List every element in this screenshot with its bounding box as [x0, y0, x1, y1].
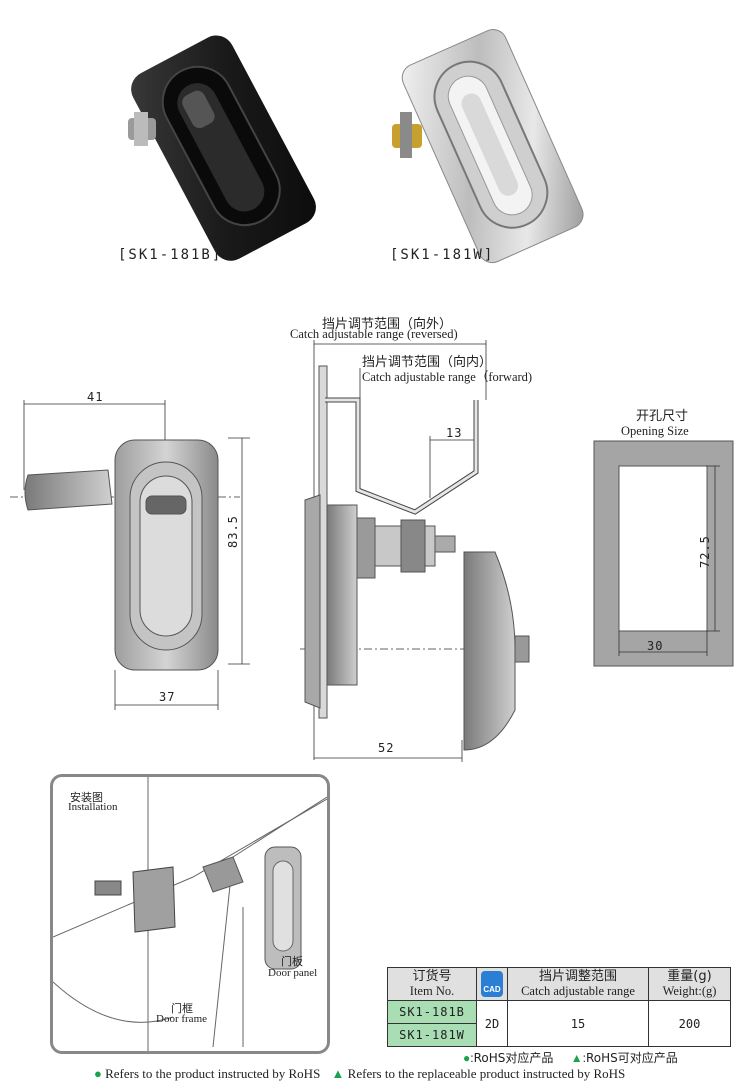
door-panel-cn: 门板 [281, 955, 303, 968]
product-photo-black [131, 35, 316, 261]
header-catch-en: Catch adjustable range [521, 984, 635, 998]
spec-table: 订货号 Item No. CAD 挡片调整范围 Catch adjustable… [387, 967, 731, 1047]
dim-83-5: 83.5 [226, 515, 240, 548]
header-weight: 重量(g) Weight:(g) [648, 967, 731, 1001]
catch-cell: 15 [507, 1000, 649, 1047]
installation-title-en: Installation [68, 801, 118, 813]
side-view [304, 365, 530, 751]
legend-rohs-replace-en: Refers to the replaceable product instru… [347, 1066, 626, 1081]
catch-forward-cn: 挡片调节范围（向内） [362, 355, 493, 370]
dim-52: 52 [378, 741, 395, 755]
header-catch: 挡片调整范围 Catch adjustable range [507, 967, 649, 1001]
green-dot-icon: ● [463, 1051, 471, 1065]
green-triangle-icon: ▲ [331, 1066, 345, 1081]
header-weight-en: Weight:(g) [662, 984, 717, 998]
weight-cell: 200 [648, 1000, 731, 1047]
opening-size-en: Opening Size [621, 424, 689, 438]
product-code-chrome: [SK1-181W] [390, 247, 495, 263]
legend-en-row: ● Refers to the product instructed by Ro… [94, 1066, 625, 1082]
catch-reversed-en: Catch adjustable range (reversed) [290, 327, 458, 341]
table-header-row: 订货号 Item No. CAD 挡片调整范围 Catch adjustable… [387, 967, 731, 1001]
legend-rohs-cn: RoHS对应产品 [473, 1051, 554, 1065]
door-frame-en: Door frame [156, 1013, 208, 1025]
installation-panel: 安装图 Installation 门框 Door frame 门板 Door p… [50, 774, 330, 1054]
product-photos [128, 29, 584, 264]
dim-13: 13 [446, 426, 463, 440]
green-dot-icon: ● [94, 1066, 102, 1081]
header-item-cn: 订货号 [412, 969, 452, 984]
product-code-black: [SK1-181B] [118, 247, 223, 263]
green-triangle-icon: ▲ [570, 1051, 583, 1065]
header-item-no: 订货号 Item No. [387, 967, 477, 1001]
header-item-en: Item No. [409, 984, 455, 998]
technical-drawing [10, 340, 734, 762]
header-weight-cn: 重量(g) [667, 969, 712, 984]
legend-cn-row: ●:RoHS对应产品 ▲:RoHS可对应产品 [463, 1051, 678, 1065]
dim-37: 37 [159, 690, 176, 704]
installation-drawing [53, 777, 327, 1051]
item-no-cell: SK1-181W [387, 1023, 477, 1047]
header-catch-cn: 挡片调整范围 [538, 969, 617, 984]
opening-size-cn: 开孔尺寸 [636, 409, 689, 424]
dim-72-5: 72.5 [698, 535, 712, 568]
door-panel-en: Door panel [268, 967, 318, 979]
header-cad: CAD [476, 967, 508, 1001]
cad-icon: CAD [481, 971, 503, 997]
catch-reversed-cn: 挡片调节范围（向外） [322, 317, 453, 332]
product-photo-chrome [401, 29, 584, 264]
door-frame-cn: 门框 [171, 1002, 193, 1015]
table-row: SK1-181W [387, 1023, 731, 1047]
item-no-cell: SK1-181B [387, 1000, 477, 1024]
dim-41: 41 [87, 390, 104, 404]
cad-cell: 2D [476, 1000, 508, 1047]
installation-title-cn: 安装图 [70, 791, 103, 804]
legend-rohs-en: Refers to the product instructed by RoHS [105, 1066, 321, 1081]
legend-rohs-replace-cn: RoHS可对应产品 [585, 1051, 678, 1065]
dim-30: 30 [647, 639, 664, 653]
catch-forward-en: Catch adjustable range（forward) [362, 370, 533, 384]
opening-size-view [593, 440, 734, 667]
table-row: SK1-181B 2D 15 200 [387, 1000, 731, 1047]
front-view [24, 439, 219, 671]
